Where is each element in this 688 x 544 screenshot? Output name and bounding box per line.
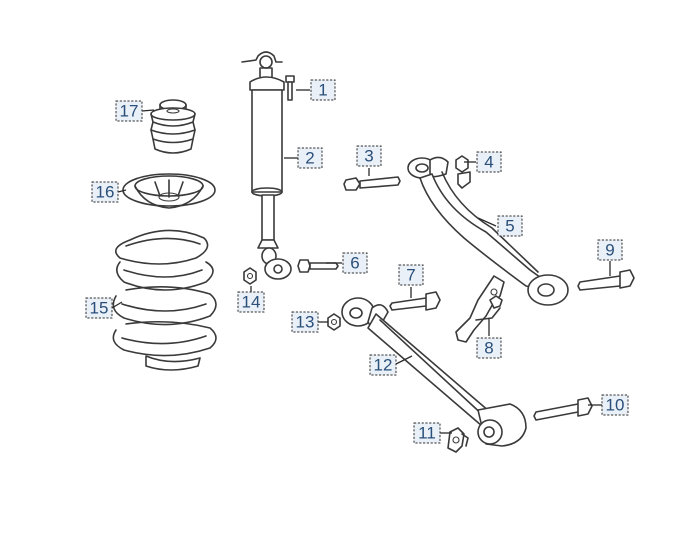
- shock-upper-bolt-part: [285, 75, 295, 101]
- svg-text:11: 11: [418, 424, 436, 443]
- svg-text:7: 7: [406, 266, 415, 285]
- callout-10: 10: [601, 394, 629, 416]
- svg-text:8: 8: [484, 339, 493, 358]
- callout-8: 8: [476, 337, 502, 359]
- svg-text:12: 12: [374, 356, 393, 375]
- spring-isolator-part: [122, 173, 216, 209]
- lower-control-arm-part: [341, 297, 527, 447]
- mounting-bracket-part: [455, 275, 505, 343]
- callout-7: 7: [398, 264, 424, 286]
- callout-16: 16: [91, 181, 119, 203]
- callout-4: 4: [476, 151, 502, 173]
- callout-14: 14: [237, 291, 265, 313]
- upper-control-arm-part: [407, 156, 569, 306]
- svg-text:5: 5: [505, 217, 514, 236]
- upper-arm-front-bolt-part: [343, 176, 401, 191]
- svg-text:4: 4: [484, 153, 493, 172]
- svg-text:16: 16: [96, 183, 115, 202]
- callout-5: 5: [497, 215, 523, 237]
- svg-text:3: 3: [364, 147, 373, 166]
- upper-arm-nut-part: [455, 155, 471, 189]
- lower-arm-rear-nut-part: [447, 427, 469, 453]
- callout-6: 6: [342, 252, 368, 274]
- shock-absorber-part: [241, 51, 292, 280]
- lower-arm-nut-part: [327, 313, 341, 331]
- lower-arm-front-bolt-part: [389, 291, 441, 311]
- upper-arm-rear-bolt-part: [577, 269, 635, 291]
- svg-text:15: 15: [90, 299, 109, 318]
- shock-lower-bolt-part: [297, 259, 339, 273]
- svg-text:9: 9: [605, 241, 614, 260]
- svg-text:17: 17: [120, 102, 139, 121]
- callout-17: 17: [115, 100, 143, 122]
- callout-3: 3: [356, 145, 382, 167]
- svg-text:2: 2: [305, 149, 314, 168]
- callout-2: 2: [297, 147, 323, 169]
- svg-text:6: 6: [350, 254, 359, 273]
- svg-text:14: 14: [242, 293, 261, 312]
- callout-13: 13: [291, 311, 319, 333]
- callout-12: 12: [369, 354, 397, 376]
- callout-15: 15: [85, 297, 113, 319]
- svg-text:1: 1: [318, 81, 327, 100]
- svg-text:10: 10: [606, 396, 625, 415]
- callout-11: 11: [413, 422, 441, 444]
- lower-arm-rear-bolt-part: [533, 397, 593, 421]
- leader-lines: [111, 89, 611, 434]
- svg-text:13: 13: [296, 313, 315, 332]
- coil-spring-part: [112, 229, 217, 371]
- callout-1: 1: [310, 79, 336, 101]
- shock-lower-nut-part: [243, 267, 257, 285]
- callout-9: 9: [597, 239, 623, 261]
- jounce-bumper-part: [150, 99, 196, 154]
